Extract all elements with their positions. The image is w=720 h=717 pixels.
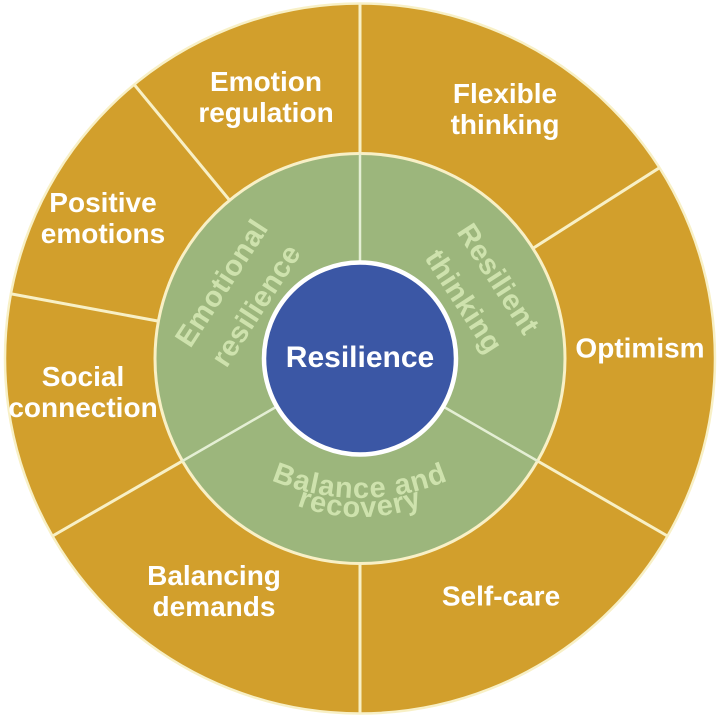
inner-divider-lower-right [441,404,538,462]
inner-divider-lower-left [182,404,279,462]
inner-ring-dividers [182,153,538,462]
center-circle [261,260,459,457]
